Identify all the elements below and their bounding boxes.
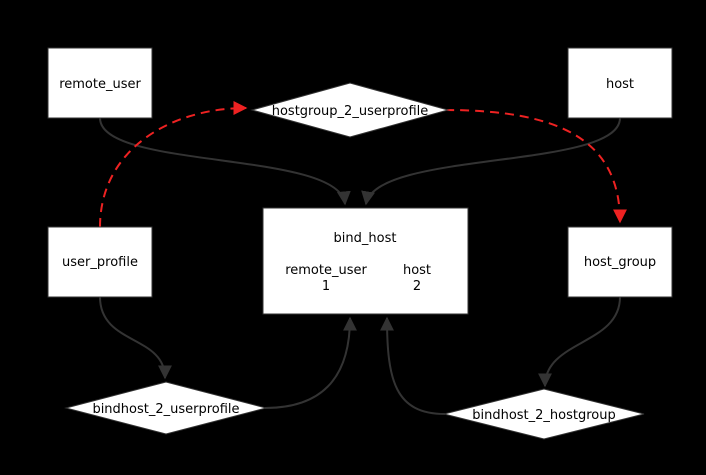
node-bind-host-title: bind_host [334, 231, 397, 246]
node-remote-user-label: remote_user [59, 77, 141, 92]
node-bind-host-field2-name: host [403, 263, 431, 278]
node-host-group-label: host_group [584, 255, 656, 270]
edge-host-to-bind-host [361, 117, 621, 206]
node-hostgroup-2-userprofile[interactable]: hostgroup_2_userprofile [250, 82, 450, 138]
node-bind-host-field1-name: remote_user [285, 263, 367, 278]
node-host[interactable]: host [567, 47, 673, 119]
node-user-profile-label: user_profile [62, 255, 138, 270]
node-bindhost-2-userprofile-label: bindhost_2_userprofile [92, 402, 239, 417]
node-hostgroup-2-userprofile-label: hostgroup_2_userprofile [272, 104, 429, 119]
edge-bindhost-2-hostgroup-to-bind-host [380, 316, 446, 415]
node-bind-host-field2-value: 2 [413, 279, 421, 294]
edge-host-group-to-bindhost-2-hostgroup [538, 296, 621, 388]
node-bindhost-2-userprofile[interactable]: bindhost_2_userprofile [64, 381, 268, 435]
edge-hostgroup-2-userprofile-to-host-group [444, 109, 627, 224]
node-host-group[interactable]: host_group [567, 226, 673, 298]
node-remote-user[interactable]: remote_user [47, 47, 153, 119]
node-bindhost-2-hostgroup-label: bindhost_2_hostgroup [472, 408, 616, 423]
node-bindhost-2-hostgroup[interactable]: bindhost_2_hostgroup [443, 388, 645, 440]
edge-user-profile-to-hostgroup-2-userprofile [99, 101, 248, 228]
node-bind-host-field1-value: 1 [322, 279, 330, 294]
node-host-label: host [606, 77, 634, 92]
node-user-profile[interactable]: user_profile [47, 226, 153, 298]
edge-remote-user-to-bind-host [99, 117, 351, 206]
node-bind-host[interactable]: bind_host remote_user 1 host 2 [262, 207, 469, 315]
edge-bindhost-2-userprofile-to-bind-host [264, 316, 357, 409]
edge-user-profile-to-bindhost-2-userprofile [99, 296, 172, 380]
